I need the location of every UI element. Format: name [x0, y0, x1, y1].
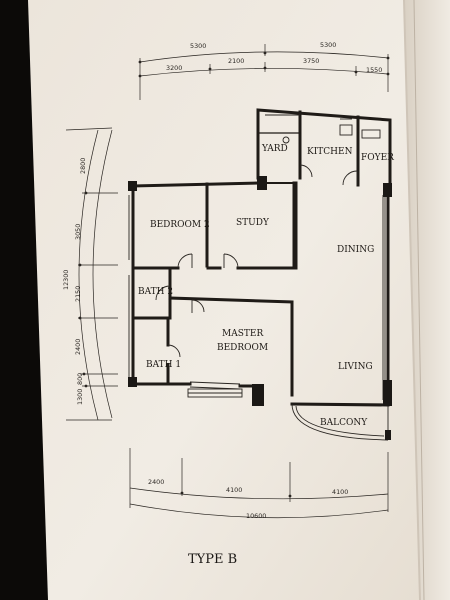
dim-left-3: 2150	[74, 286, 82, 302]
dim-left-6: 1300	[76, 389, 84, 405]
room-label-balcony: BALCONY	[320, 418, 368, 428]
dim-top-inner-3: 3750	[303, 57, 319, 65]
walls	[131, 108, 392, 407]
page-edge-right	[404, 0, 450, 600]
dim-left-4: 2400	[74, 339, 82, 355]
room-label-bath-2: BATH 2	[138, 287, 173, 297]
dim-bottom-1: 2400	[148, 478, 164, 486]
dim-top-outer-2: 5300	[320, 41, 336, 49]
dim-left-5: 800	[76, 373, 84, 385]
room-label-study: STUDY	[236, 218, 270, 228]
dim-top-inner-2: 2100	[228, 57, 244, 65]
room-label-master-1: MASTER	[222, 329, 263, 339]
room-label-dining: DINING	[337, 245, 374, 255]
plan-title: TYPE B	[188, 552, 237, 567]
room-label-yard: YARD	[261, 144, 288, 154]
dim-bottom-total: 10600	[246, 512, 266, 520]
dim-top-inner-1: 3200	[166, 64, 182, 72]
dim-bottom-2: 4100	[226, 486, 242, 494]
columns	[128, 176, 392, 440]
room-label-master-2: BEDROOM	[217, 343, 268, 353]
dim-top-outer-1: 5300	[190, 42, 206, 50]
dim-bottom-3: 4100	[332, 488, 348, 496]
dim-top-inner-4: 1550	[366, 66, 382, 74]
room-label-bedroom-2: BEDROOM 2	[150, 220, 210, 230]
room-label-living: LIVING	[338, 362, 373, 372]
dim-left-overall: 12300	[62, 270, 70, 290]
dim-left-2: 3050	[74, 224, 82, 240]
room-label-bath-1: BATH 1	[146, 360, 181, 370]
room-label-foyer: FOYER	[361, 153, 394, 163]
room-label-kitchen: KITCHEN	[307, 147, 353, 157]
dim-left-1: 2800	[79, 158, 87, 174]
dimension-lines	[65, 44, 389, 519]
